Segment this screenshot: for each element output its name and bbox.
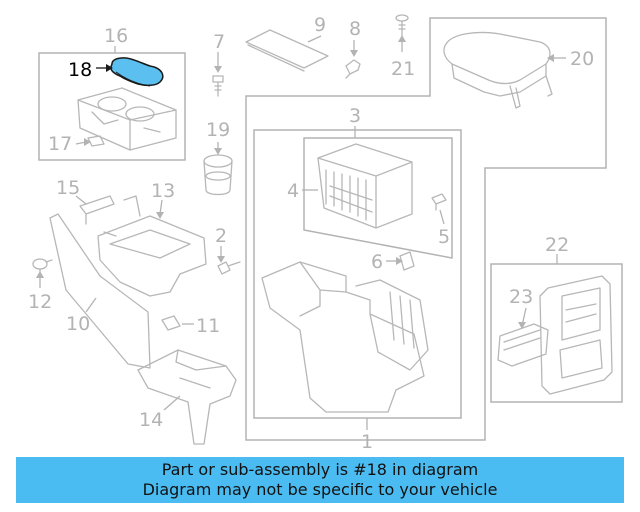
part-2 — [217, 261, 241, 275]
part-6 — [399, 251, 415, 271]
part-7 — [212, 75, 224, 97]
callout-7: 7 — [213, 31, 225, 53]
part-22 — [539, 275, 613, 395]
callout-9: 9 — [314, 14, 326, 36]
callout-13: 13 — [151, 180, 175, 202]
callout-5: 5 — [438, 226, 450, 248]
part-18-edge — [115, 71, 151, 87]
part-3 — [317, 143, 413, 229]
callout-19: 19 — [206, 119, 230, 141]
callout-2: 2 — [215, 225, 227, 247]
frame-3 — [303, 137, 453, 259]
part-20 — [443, 31, 553, 109]
callout-11: 11 — [196, 315, 220, 337]
callout-4: 4 — [287, 180, 299, 202]
callout-8: 8 — [349, 18, 361, 40]
part-13 — [97, 195, 207, 297]
callout-21: 21 — [391, 58, 415, 80]
frame-1 — [245, 17, 607, 441]
disclaimer-banner: Part or sub-assembly is #18 in diagram D… — [16, 457, 624, 503]
part-1 — [261, 261, 429, 413]
part-11 — [161, 315, 181, 331]
part-8 — [345, 59, 361, 79]
callout-6: 6 — [371, 251, 383, 273]
part-9 — [245, 29, 329, 72]
banner-line-2: Diagram may not be specific to your vehi… — [142, 480, 498, 499]
frame-1-inner — [253, 129, 462, 419]
leader-18 — [96, 64, 113, 72]
parts-diagram: 1 2 3 4 5 6 7 8 9 10 11 12 13 14 15 16 1… — [28, 14, 623, 453]
part-14 — [137, 349, 237, 445]
callout-15: 15 — [56, 177, 80, 199]
part-10 — [49, 213, 151, 369]
part-5 — [431, 193, 447, 211]
part-19 — [203, 154, 233, 196]
callout-18: 18 — [68, 59, 92, 81]
part-23 — [497, 323, 549, 367]
part-12 — [32, 258, 53, 275]
part-16 — [77, 87, 177, 151]
callout-22: 22 — [545, 234, 569, 256]
callout-1: 1 — [361, 431, 373, 453]
callout-20: 20 — [570, 48, 594, 70]
part-18-highlighted — [110, 57, 164, 87]
callout-12: 12 — [28, 291, 52, 313]
part-17 — [87, 135, 105, 147]
part-15 — [79, 195, 115, 225]
frame-22 — [490, 263, 623, 403]
frame-16 — [38, 52, 186, 161]
callout-16: 16 — [104, 25, 128, 47]
callout-14: 14 — [139, 409, 163, 431]
part-21 — [395, 14, 409, 37]
leader-lines — [36, 35, 566, 430]
callout-3: 3 — [349, 105, 361, 127]
callout-23: 23 — [509, 286, 533, 308]
banner-line-1: Part or sub-assembly is #18 in diagram — [161, 460, 479, 479]
callout-10: 10 — [66, 313, 90, 335]
callout-17: 17 — [48, 133, 72, 155]
